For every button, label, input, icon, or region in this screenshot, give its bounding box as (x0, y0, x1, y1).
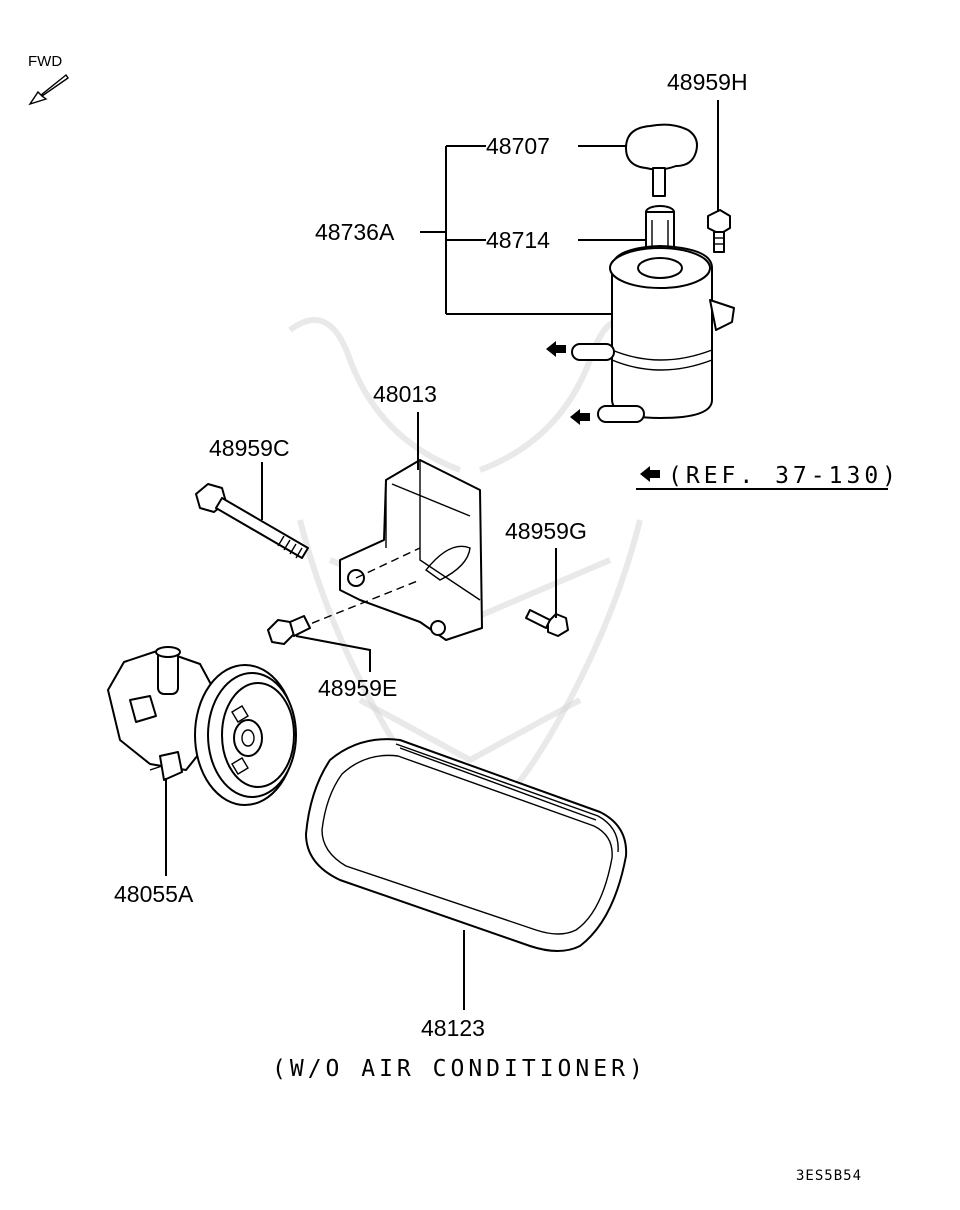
bolt-48959h (707, 209, 731, 253)
part-label-48959g: 48959G (505, 518, 587, 544)
pump-bracket (299, 459, 483, 641)
bolt-48959c (195, 483, 309, 559)
variant-note: (W/O AIR CONDITIONER) (272, 1056, 647, 1082)
part-label-48123: 48123 (421, 1015, 485, 1041)
bolt-48959e (267, 615, 311, 645)
flow-arrow-icon (546, 341, 590, 425)
reference-note: (REF. 37-130) (640, 463, 900, 489)
part-label-48714: 48714 (486, 227, 550, 253)
reservoir-cap (625, 123, 698, 197)
part-label-48013: 48013 (373, 381, 437, 407)
part-label-48055a: 48055A (114, 881, 194, 907)
part-label-48959e: 48959E (318, 675, 397, 701)
leader-lines (165, 100, 888, 1010)
fwd-label: FWD (28, 53, 62, 70)
part-label-48707: 48707 (486, 133, 550, 159)
diagram-code: 3ES5B54 (796, 1168, 862, 1184)
power-steering-pump (107, 646, 297, 806)
fwd-arrow-icon (28, 73, 69, 106)
reservoir-tank (571, 245, 735, 423)
part-label-48959c: 48959C (209, 435, 290, 461)
reference-text: (REF. 37-130) (668, 463, 900, 489)
fwd-indicator: FWD (28, 53, 69, 106)
drive-belt (305, 738, 628, 952)
arrow-right-icon (640, 466, 660, 482)
part-label-48736a: 48736A (315, 219, 395, 245)
bolt-48959g (525, 609, 569, 637)
part-label-48959h: 48959H (667, 69, 748, 95)
